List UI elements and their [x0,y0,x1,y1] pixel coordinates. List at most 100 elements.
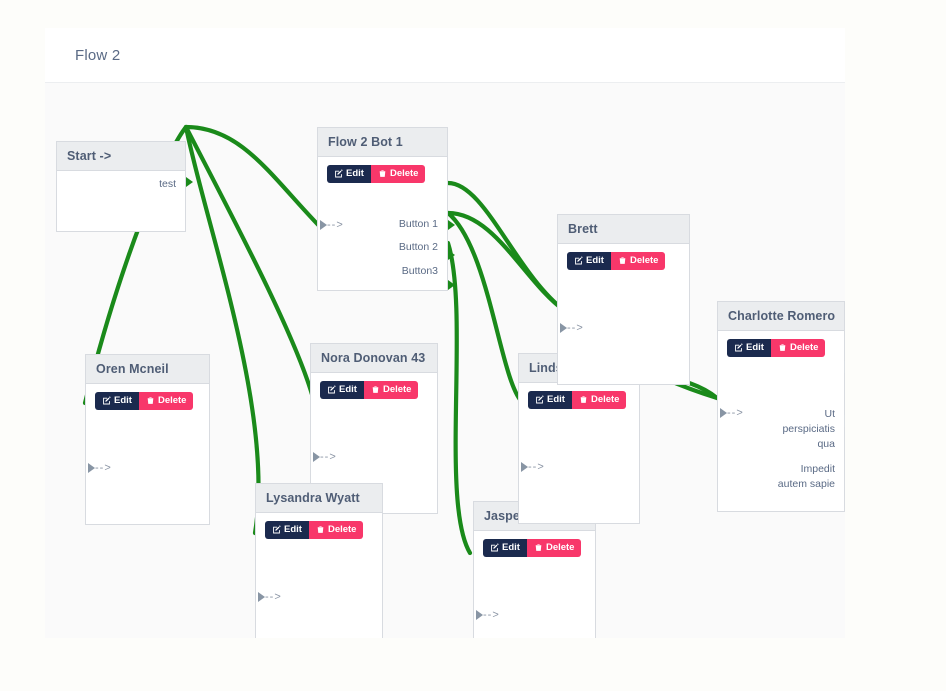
delete-button[interactable]: Delete [770,339,826,357]
port-out-label: Impedit autem sapie [777,463,835,491]
port-out-start-test[interactable]: test [57,177,193,190]
output-handle-icon[interactable] [448,219,455,230]
node-actions-lysandra-wyatt: Edit Delete [256,513,382,539]
node-title-charlotte-romero: Charlotte Romero [718,302,844,331]
node-flow2bot1[interactable]: Flow 2 Bot 1 Edit Delete [317,127,455,291]
delete-button-label: Delete [545,542,575,553]
node-start[interactable]: Start -> test [56,141,193,232]
port-out-charlotte-1[interactable]: Ut perspiciatis qua [718,360,845,453]
output-handle-icon[interactable] [844,414,845,427]
port-out-charlotte-2[interactable]: Impedit autem sapie [718,414,845,492]
flow-canvas[interactable]: Start -> test Flow 2 Bot 1 [45,83,845,638]
input-handle-icon[interactable] [560,322,567,333]
node-title-lysandra-wyatt: Lysandra Wyatt [256,484,382,513]
port-out-label: Button3 [401,264,438,277]
output-handle-icon[interactable] [448,249,455,260]
port-in-oren-mcneil[interactable]: --> [88,461,112,474]
node-charlotte-romero[interactable]: Charlotte Romero Edit Delete [717,301,845,512]
input-handle-icon[interactable] [313,451,320,462]
node-lindsey[interactable]: Lindsey Edit Delete [518,353,640,524]
port-in-charlotte-romero[interactable]: --> [720,407,744,419]
edit-button-label: Edit [114,395,132,406]
pencil-square-icon [102,396,111,405]
edit-button[interactable]: Edit [483,539,527,557]
node-title-oren-mcneil: Oren Mcneil [86,355,209,384]
edit-button-label: Edit [284,524,302,535]
port-out-button-1[interactable]: Button 1 [318,217,455,230]
edit-button[interactable]: Edit [567,252,611,270]
node-body-lysandra-wyatt: Edit Delete --> [256,513,382,638]
output-handle-icon[interactable] [448,279,455,290]
node-body-brett: Edit Delete --> [558,244,689,384]
node-oren-mcneil[interactable]: Oren Mcneil Edit Delete [85,354,210,525]
trash-icon [316,525,325,534]
edit-button[interactable]: Edit [727,339,771,357]
edit-button[interactable]: Edit [95,392,139,410]
input-handle-icon[interactable] [521,461,528,472]
port-in-lysandra-wyatt[interactable]: --> [258,591,282,603]
node-lysandra-wyatt[interactable]: Lysandra Wyatt Edit Delete [255,483,383,638]
node-title-brett: Brett [558,215,689,244]
pencil-square-icon [574,256,583,265]
edit-button-label: Edit [586,255,604,266]
delete-button-label: Delete [590,394,620,405]
edit-button-label: Edit [339,384,357,395]
delete-button[interactable]: Delete [571,391,627,409]
edit-button[interactable]: Edit [320,381,364,399]
input-handle-icon[interactable] [88,462,95,473]
node-actions-charlotte-romero: Edit Delete [718,331,844,357]
delete-button-label: Delete [389,168,419,179]
output-handle-icon[interactable] [186,177,193,187]
node-actions-flow2bot1: Edit Delete [318,157,447,183]
edit-button[interactable]: Edit [265,521,309,539]
delete-button[interactable]: Delete [363,381,419,399]
trash-icon [618,256,627,265]
trash-icon [534,543,543,552]
port-in-label: --> [567,321,584,334]
flow-card-header: Flow 2 [45,28,845,83]
port-in-label: --> [483,608,500,621]
port-out-button-2[interactable]: Button 2 [318,241,455,260]
edit-button[interactable]: Edit [528,391,572,409]
node-body-flow2bot1: Edit Delete --> Button 1 [318,157,455,290]
pencil-square-icon [535,395,544,404]
trash-icon [378,169,387,178]
input-handle-icon[interactable] [720,407,727,418]
port-in-jasper-romero[interactable]: --> [476,608,500,621]
delete-button[interactable]: Delete [138,392,194,410]
input-handle-icon[interactable] [258,591,265,602]
delete-button[interactable]: Delete [308,521,364,539]
page-title: Flow 2 [75,46,121,64]
trash-icon [778,343,787,352]
port-out-button-3[interactable]: Button3 [318,264,455,290]
edit-button-label: Edit [746,342,764,353]
port-in-label: --> [95,461,112,474]
output-handle-icon[interactable] [844,360,845,373]
port-out-label: Button 1 [398,217,438,230]
delete-button-label: Delete [157,395,187,406]
node-brett[interactable]: Brett Edit Delete [557,214,690,385]
port-in-lindsey[interactable]: --> [521,461,545,473]
input-handle-icon[interactable] [320,219,327,230]
delete-button-label: Delete [382,384,412,395]
port-in-label: --> [320,450,337,463]
node-body-jasper-romero: Edit Delete --> [474,531,595,638]
port-in-flow2bot1[interactable]: --> [320,219,344,231]
node-jasper-romero[interactable]: Jasper Romero Edit Delete [473,501,596,638]
port-out-label: Button 2 [398,241,438,253]
node-actions-nora-donovan: Edit Delete [311,373,437,399]
delete-button[interactable]: Delete [526,539,582,557]
node-title-flow2bot1: Flow 2 Bot 1 [318,128,447,157]
edit-button[interactable]: Edit [327,165,371,183]
node-title-nora-donovan: Nora Donovan 43 [311,344,437,373]
pencil-square-icon [272,525,281,534]
input-handle-icon[interactable] [476,609,483,620]
pencil-square-icon [734,343,743,352]
port-in-brett[interactable]: --> [560,321,584,334]
delete-button[interactable]: Delete [370,165,426,183]
delete-button[interactable]: Delete [610,252,666,270]
delete-button-label: Delete [789,342,819,353]
port-in-nora-donovan[interactable]: --> [313,450,337,463]
node-body-nora-donovan: Edit Delete --> [311,373,437,513]
pencil-square-icon [334,169,343,178]
